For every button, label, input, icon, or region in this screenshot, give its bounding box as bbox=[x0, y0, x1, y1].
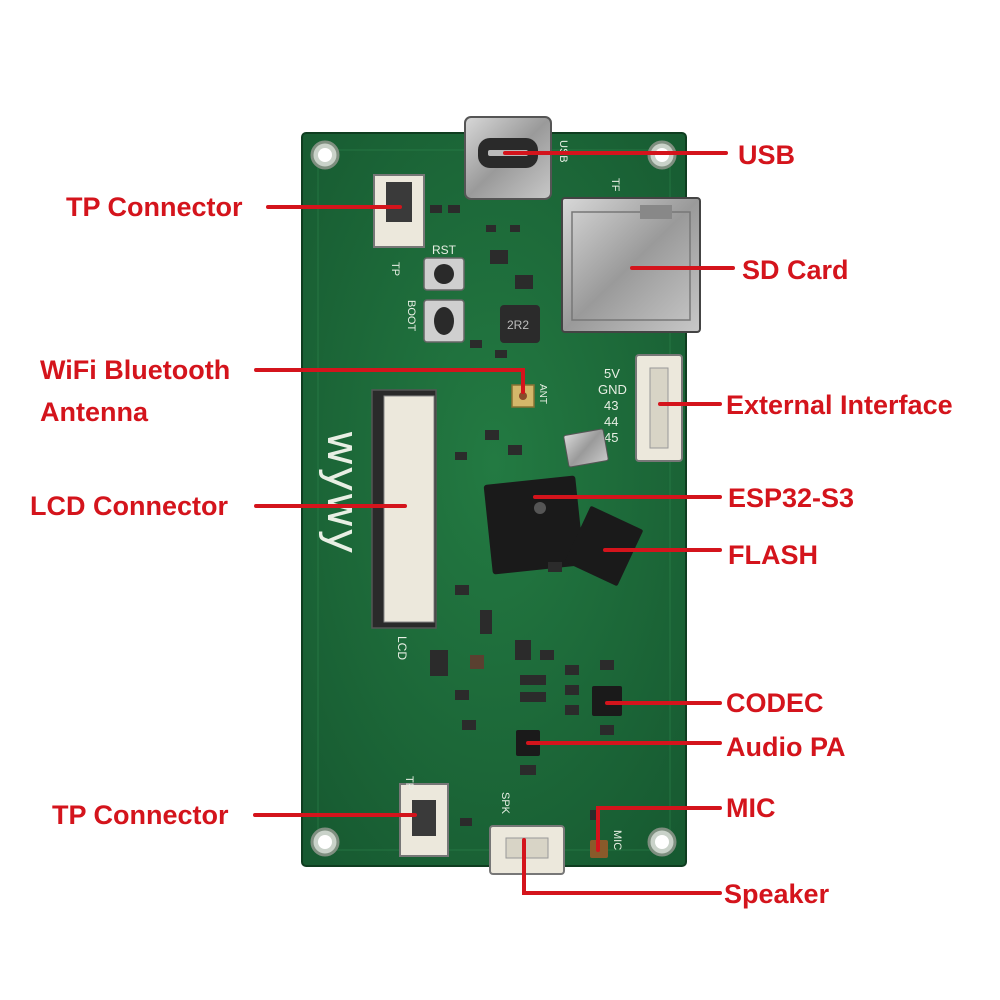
label-tp-connector-top: TP Connector bbox=[66, 192, 243, 222]
silk-lcd: LCD bbox=[395, 636, 409, 660]
brand-logo: wywy bbox=[317, 430, 368, 554]
lcd-connector bbox=[371, 389, 437, 629]
tp-connector-top bbox=[373, 174, 425, 248]
label-sd-card: SD Card bbox=[742, 255, 849, 285]
sd-card-slot bbox=[561, 197, 701, 333]
line-wifi bbox=[254, 368, 525, 394]
label-tp-connector-bottom: TP Connector bbox=[52, 800, 229, 830]
label-usb: USB bbox=[738, 140, 796, 170]
line-mic bbox=[596, 806, 722, 852]
silk-mic: MIC bbox=[611, 830, 623, 850]
callout-lines bbox=[253, 151, 735, 895]
external-interface-connector bbox=[635, 354, 683, 462]
label-wifi-line1: WiFi Bluetooth bbox=[40, 355, 231, 385]
label-flash: FLASH bbox=[728, 540, 818, 570]
usb-c-port bbox=[464, 116, 552, 200]
label-external-interface: External Interface bbox=[726, 390, 953, 420]
silk-rst: RST bbox=[432, 243, 457, 257]
flash-chip bbox=[565, 506, 643, 586]
label-lcd-connector: LCD Connector bbox=[30, 491, 228, 521]
label-wifi-line2: Antenna bbox=[40, 397, 148, 427]
silk-pin-45: 45 bbox=[604, 430, 618, 445]
label-speaker: Speaker bbox=[724, 879, 830, 909]
speaker-connector bbox=[489, 825, 565, 875]
silk-inductor: 2R2 bbox=[507, 318, 529, 332]
line-speaker bbox=[522, 838, 722, 895]
silk-pin-44: 44 bbox=[604, 414, 618, 429]
label-esp32: ESP32-S3 bbox=[728, 483, 855, 513]
silk-tf: TF bbox=[609, 178, 621, 192]
silk-tp-bottom: TP bbox=[403, 776, 415, 790]
esp32-chip bbox=[483, 475, 585, 575]
silk-tp-top: TP bbox=[389, 262, 401, 276]
smd-components bbox=[430, 205, 614, 826]
silk-ant: ANT bbox=[537, 384, 548, 404]
label-audio-pa: Audio PA bbox=[726, 732, 846, 762]
label-codec: CODEC bbox=[726, 688, 824, 718]
tp-connector-bottom bbox=[399, 783, 449, 857]
boot-button bbox=[423, 299, 465, 343]
inductor: 2R2 bbox=[500, 305, 540, 343]
silk-pin-5v: 5V bbox=[604, 366, 620, 381]
label-mic: MIC bbox=[726, 793, 776, 823]
silk-spk: SPK bbox=[499, 792, 511, 815]
rst-button bbox=[423, 257, 465, 291]
silk-pin-gnd: GND bbox=[598, 382, 627, 397]
silk-pin-43: 43 bbox=[604, 398, 618, 413]
crystal bbox=[563, 428, 609, 468]
silk-boot: BOOT bbox=[405, 300, 417, 331]
external-pin-labels: 5V GND 43 44 45 bbox=[598, 366, 627, 445]
